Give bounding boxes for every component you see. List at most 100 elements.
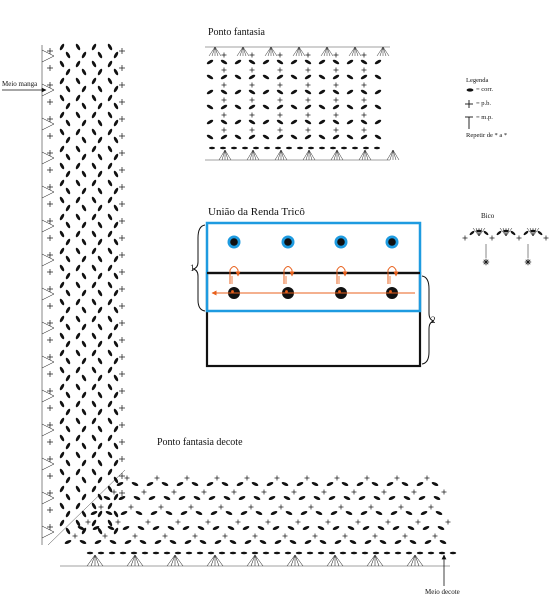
chain-stitch — [469, 230, 475, 236]
chain-stitch — [59, 247, 65, 255]
chain-stitch — [298, 495, 306, 501]
chain-stitch — [91, 298, 97, 306]
chain-stitch — [240, 551, 248, 555]
chain-stitch — [97, 170, 103, 178]
chain-stitch — [75, 502, 81, 510]
sc-stitch — [516, 235, 522, 241]
chain-stitch — [81, 136, 87, 144]
chain-stitch — [113, 221, 119, 229]
chain-stitch — [81, 408, 87, 416]
chain-stitch — [107, 128, 113, 136]
chain-stitch — [255, 510, 263, 516]
chain-stitch — [206, 104, 214, 110]
chain-stitch — [401, 481, 409, 487]
chain-stitch — [206, 134, 214, 140]
chain-stitch — [65, 442, 71, 450]
chain-stitch — [59, 213, 65, 221]
chain-stitch — [248, 104, 256, 110]
chain-stitch — [97, 221, 103, 229]
chain-stitch — [59, 162, 65, 170]
chain-stitch — [113, 289, 119, 297]
sc-stitch — [47, 303, 53, 309]
chain-stitch — [386, 481, 394, 487]
chain-stitch — [81, 255, 87, 263]
chain-stitch — [75, 128, 81, 136]
lower-black-rect — [205, 271, 422, 368]
sc-stitch — [372, 533, 378, 539]
meio-decote-label: Meio decote — [425, 588, 460, 596]
sc-stitch — [47, 439, 53, 445]
chain-stitch — [220, 74, 228, 80]
sc-stitch — [249, 97, 255, 103]
bico-label: Bico — [481, 212, 495, 220]
chain-stitch — [394, 551, 402, 555]
sc-stitch — [119, 184, 125, 190]
sc-stitch — [543, 235, 549, 241]
chain-stitch — [234, 59, 242, 65]
chain-stitch — [251, 551, 259, 555]
chain-stitch — [270, 510, 278, 516]
chain-stitch — [360, 510, 368, 516]
chain-stitch — [346, 104, 354, 110]
chain-stitch — [272, 525, 280, 531]
chain-stitch — [79, 539, 87, 545]
chain-stitch — [107, 332, 113, 340]
chain-stitch — [262, 119, 270, 125]
chain-stitch — [81, 187, 87, 195]
chain-stitch — [317, 551, 325, 555]
chain-stitch — [65, 255, 71, 263]
chain-stitch — [65, 340, 71, 348]
chain-stitch — [91, 213, 97, 221]
chain-stitch — [107, 400, 113, 408]
chain-stitch — [75, 519, 81, 527]
sc-stitch — [102, 533, 108, 539]
chain-stitch — [86, 551, 94, 555]
chain-stitch — [346, 134, 354, 140]
chain-stitch — [130, 551, 138, 555]
chain-stitch — [97, 357, 103, 365]
sc-stitch — [235, 519, 241, 525]
chain-stitch — [284, 551, 292, 555]
chain-stitch — [262, 74, 270, 80]
chain-stitch — [113, 119, 119, 127]
sc-stitch — [119, 65, 125, 71]
bico-motif — [462, 227, 549, 266]
chain-stitch — [120, 510, 128, 516]
chain-stitch — [65, 85, 71, 93]
sc-stitch — [333, 82, 339, 88]
chain-stitch — [207, 551, 215, 555]
chain-stitch — [141, 551, 149, 555]
chain-stitch — [81, 510, 87, 518]
chain-stitch — [346, 74, 354, 80]
sc-stitch — [305, 82, 311, 88]
chain-stitch — [109, 539, 117, 545]
chain-stitch — [276, 74, 284, 80]
chain-stitch — [362, 525, 370, 531]
chain-stitch — [262, 134, 270, 140]
chain-stitch — [326, 481, 334, 487]
chain-stitch — [152, 551, 160, 555]
chain-stitch — [107, 519, 113, 527]
chain-stitch — [97, 408, 103, 416]
chain-stitch — [97, 272, 103, 280]
chain-stitch — [75, 485, 81, 493]
chain-stitch — [407, 525, 415, 531]
chain-stitch — [394, 539, 402, 545]
chain-stitch — [113, 391, 119, 399]
chain-stitch — [139, 539, 147, 545]
sc-stitch — [154, 475, 160, 481]
chain-stitch — [107, 111, 113, 119]
chain-stitch — [416, 551, 424, 555]
ponto-fantasia-decote-title: Ponto fantasia decote — [157, 437, 243, 448]
chain-stitch — [341, 481, 349, 487]
chain-stitch — [91, 111, 97, 119]
sc-stitch — [249, 82, 255, 88]
chain-stitch — [372, 551, 380, 555]
sc-stitch — [184, 475, 190, 481]
chain-stitch — [75, 145, 81, 153]
chain-stitch — [257, 525, 265, 531]
sc-stitch — [119, 82, 125, 88]
chain-stitch — [332, 104, 340, 110]
chain-stitch — [206, 74, 214, 80]
